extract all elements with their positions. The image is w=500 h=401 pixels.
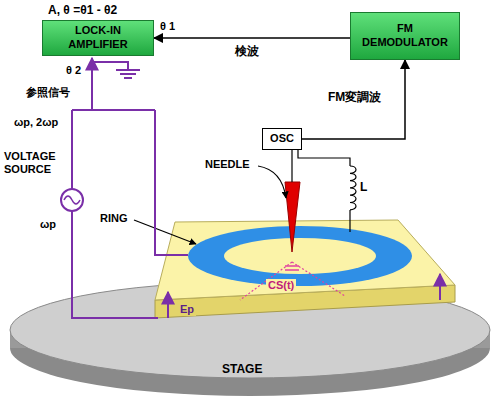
sample-slab (155, 220, 455, 318)
signal-label: 検波 (235, 44, 259, 58)
signal-label: 参照信号 (26, 86, 70, 99)
instrument-box: LOCK-IN AMPLIFIER (42, 20, 154, 56)
part-name: RING (100, 212, 128, 225)
field-arrows (168, 274, 440, 318)
bias-wires (72, 58, 188, 318)
capacitance-lines (240, 262, 345, 300)
box-label: FM DEMODULATOR (355, 22, 455, 50)
capacitance-label: CS(t) (266, 279, 296, 292)
needle-probe (285, 182, 300, 252)
ring-leader (134, 220, 196, 244)
part-name: STAGE (222, 362, 262, 376)
part-name: NEEDLE (205, 158, 250, 171)
formula-label: A, θ =θ1 - θ2 (48, 3, 117, 17)
signal-label: θ 1 (160, 20, 175, 33)
osc-wires (292, 150, 356, 232)
part-name: VOLTAGE SOURCE (4, 150, 68, 176)
part-name: L (360, 180, 367, 194)
box-label: OSC (270, 132, 294, 146)
frequency-label: ωp (40, 218, 56, 231)
box-label: LOCK-IN AMPLIFIER (47, 24, 149, 52)
stage-disc (10, 282, 490, 396)
signal-label: θ 2 (66, 64, 81, 77)
needle-leader (258, 166, 286, 198)
signal-arrow (154, 37, 350, 39)
oscillator-box: OSC (262, 128, 302, 150)
capacitor-symbol (285, 266, 299, 270)
ring-electrode (188, 226, 412, 286)
signal-arrow (302, 60, 405, 139)
instrument-box: FM DEMODULATOR (350, 12, 460, 60)
frequency-label: ωp, 2ωp (14, 116, 58, 129)
signal-label: FM変調波 (328, 90, 381, 104)
field-label: Ep (178, 303, 196, 316)
voltage-source-symbol (61, 189, 83, 211)
